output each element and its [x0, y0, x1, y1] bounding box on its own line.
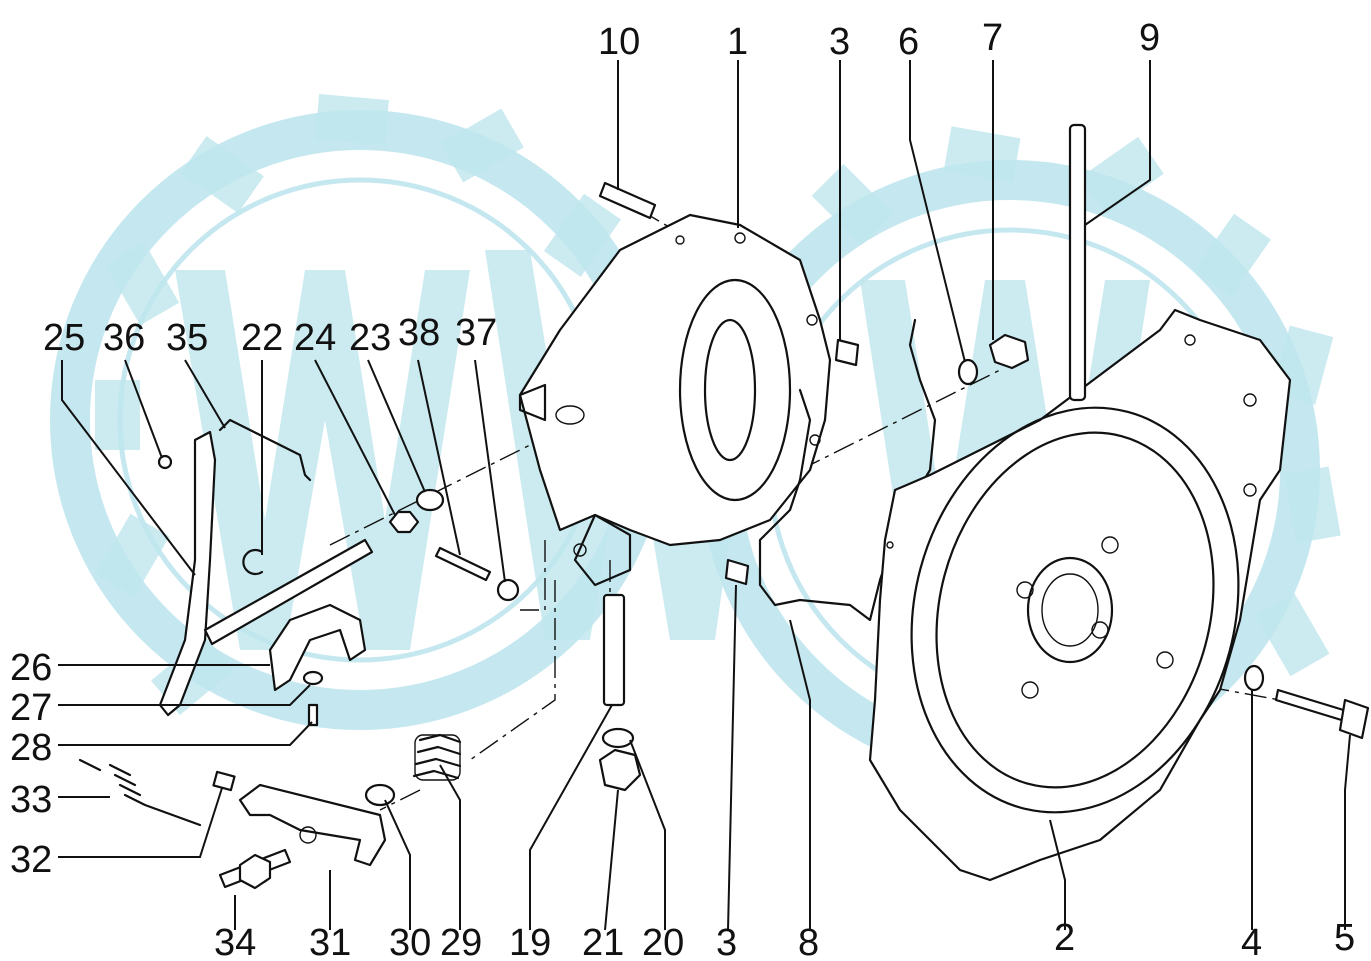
callout-33: 33 [10, 779, 52, 821]
part-washer-30 [364, 783, 396, 807]
part-long-stud [1068, 123, 1087, 402]
part-nut-37 [496, 578, 520, 602]
callout-35: 35 [166, 317, 208, 359]
callout-38: 38 [398, 312, 440, 354]
callout-30: 30 [389, 922, 431, 961]
part-spring-33 [78, 758, 202, 827]
part-fork-26 [268, 603, 367, 692]
part-stud-10 [598, 181, 657, 220]
part-circlip-22 [242, 548, 264, 576]
callout-23: 23 [349, 317, 391, 359]
callout-24: 24 [294, 317, 336, 359]
part-lever-25 [158, 430, 374, 717]
callout-25: 25 [43, 317, 85, 359]
part-screw-32 [212, 770, 236, 792]
callout-36: 36 [103, 317, 145, 359]
callout-21: 21 [582, 922, 624, 961]
part-bolt-5 [1274, 688, 1370, 740]
callout-26: 26 [10, 647, 52, 689]
callout-3-bottom: 3 [716, 922, 737, 961]
part-rod-35 [218, 418, 312, 482]
part-screw-28 [307, 703, 319, 727]
callout-19: 19 [509, 922, 551, 961]
callout-9: 9 [1139, 17, 1160, 59]
callout-labels: 10 1 3 6 7 9 25 36 35 22 24 23 38 37 26 … [10, 17, 1355, 961]
callout-2: 2 [1054, 917, 1075, 959]
part-washer-23 [415, 488, 445, 512]
callout-28: 28 [10, 727, 52, 769]
part-spring-29 [412, 733, 462, 781]
part-washer-27 [302, 670, 324, 686]
callout-5: 5 [1334, 917, 1355, 959]
part-bracket-31 [238, 783, 387, 867]
part-washer-4 [1243, 664, 1265, 692]
part-lockwasher-24 [388, 510, 420, 534]
callout-32: 32 [10, 839, 52, 881]
part-bolt-34 [218, 848, 292, 890]
callout-37: 37 [455, 312, 497, 354]
part-washer-6 [957, 358, 979, 386]
callout-10: 10 [598, 21, 640, 63]
callout-29: 29 [440, 922, 482, 961]
callout-6: 6 [898, 21, 919, 63]
part-washer-20 [601, 727, 635, 749]
part-nut-21 [598, 748, 642, 792]
callout-34: 34 [214, 922, 256, 961]
part-plug-7 [988, 333, 1030, 370]
callout-22: 22 [241, 317, 283, 359]
part-rear-housing [868, 308, 1292, 882]
part-front-housing [518, 213, 832, 587]
part-nut-36 [157, 454, 173, 470]
callout-7: 7 [982, 17, 1003, 59]
part-dowel-upper [834, 338, 860, 367]
part-gasket [758, 318, 937, 622]
callout-27: 27 [10, 687, 52, 729]
part-stud-19 [602, 593, 626, 707]
leader-lines [58, 60, 1351, 931]
callout-1: 1 [727, 21, 748, 63]
callout-4: 4 [1241, 922, 1262, 961]
callout-3-top: 3 [829, 21, 850, 63]
callout-31: 31 [309, 922, 351, 961]
part-bolt-38 [434, 546, 492, 582]
part-dowel-lower [724, 558, 750, 586]
callout-8: 8 [798, 922, 819, 961]
callout-20: 20 [642, 922, 684, 961]
